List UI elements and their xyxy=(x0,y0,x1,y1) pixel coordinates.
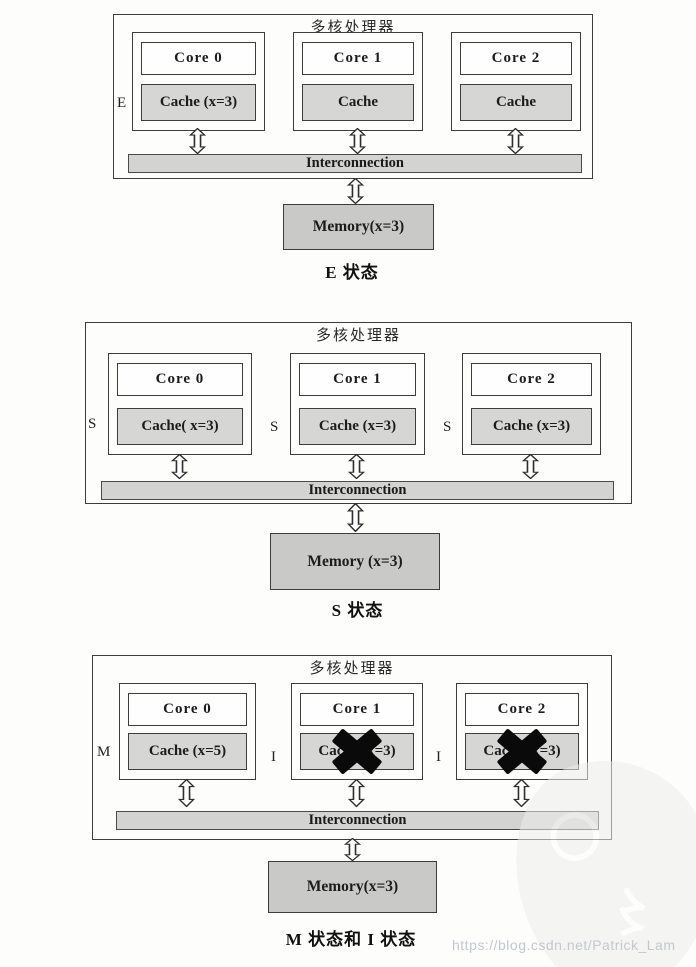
core-label: Core 0 xyxy=(128,693,247,726)
processor-box-e-state: 多核处理器 Core 0 Cache (x=3) Core 1 Cache Co… xyxy=(113,14,593,179)
memory-box: Memory (x=3) xyxy=(270,533,440,590)
cache-label: Cache xyxy=(302,84,414,121)
interconnection-bar: Interconnection xyxy=(128,154,582,173)
core-group-1: Core 1 Cache (x=3) xyxy=(291,683,423,780)
double-arrow-icon xyxy=(170,454,189,479)
state-label-s0: S xyxy=(88,416,97,432)
processor-box-mi-state: 多核处理器 Core 0 Cache (x=5) Core 1 Cache (x… xyxy=(92,655,612,840)
core-label: Core 2 xyxy=(460,42,572,75)
double-arrow-icon xyxy=(347,454,366,479)
processor-box-s-state: 多核处理器 Core 0 Cache( x=3) Core 1 Cache (x… xyxy=(85,322,632,504)
double-arrow-icon xyxy=(521,454,540,479)
core-group-1: Core 1 Cache (x=3) xyxy=(290,353,425,455)
core-label: Core 1 xyxy=(300,693,414,726)
state-label-m: M xyxy=(97,744,111,760)
interconnection-bar: Interconnection xyxy=(101,481,614,500)
core-label: Core 1 xyxy=(302,42,414,75)
double-arrow-icon xyxy=(346,503,365,532)
cache-label: Cache( x=3) xyxy=(117,408,243,445)
interconnection-bar: Interconnection xyxy=(116,811,599,830)
double-arrow-icon xyxy=(506,128,525,154)
cache-label: Cache (x=5) xyxy=(128,733,247,770)
diagram-caption-s: S 状态 xyxy=(331,601,384,620)
memory-box: Memory(x=3) xyxy=(268,861,437,913)
cache-label: Cache (x=3) xyxy=(299,408,416,445)
core-group-2: Core 2 Cache (x=3) xyxy=(462,353,601,455)
cache-label: Cache (x=3) xyxy=(141,84,256,121)
core-label: Core 0 xyxy=(141,42,256,75)
core-label: Core 1 xyxy=(299,363,416,396)
core-group-1: Core 1 Cache xyxy=(293,32,423,131)
invalidated-x-icon xyxy=(331,728,383,775)
state-label-i1: I xyxy=(271,749,276,765)
cache-label: Cache xyxy=(460,84,572,121)
double-arrow-icon xyxy=(512,779,531,807)
core-group-2: Core 2 Cache xyxy=(451,32,581,131)
state-label-i2: I xyxy=(436,749,441,765)
state-label-s2: S xyxy=(443,419,452,435)
core-label: Core 2 xyxy=(465,693,579,726)
core-group-2: Core 2 Cache (x=3) xyxy=(456,683,588,780)
double-arrow-icon xyxy=(343,838,362,861)
processor-title: 多核处理器 xyxy=(315,328,401,344)
core-group-0: Core 0 Cache( x=3) xyxy=(108,353,252,455)
diagram-caption-mi: M 状态和 I 状态 xyxy=(285,930,417,949)
core-group-0: Core 0 Cache (x=3) xyxy=(132,32,265,131)
double-arrow-icon xyxy=(188,128,207,154)
core-label: Core 0 xyxy=(117,363,243,396)
core-label: Core 2 xyxy=(471,363,592,396)
double-arrow-icon xyxy=(346,178,365,204)
memory-box: Memory(x=3) xyxy=(283,204,434,250)
double-arrow-icon xyxy=(347,779,366,807)
state-label-e: E xyxy=(117,95,127,111)
watermark-url: https://blog.csdn.net/Patrick_Lam xyxy=(452,937,676,953)
state-label-s1: S xyxy=(270,419,279,435)
processor-title: 多核处理器 xyxy=(309,661,395,677)
cache-label: Cache (x=3) xyxy=(471,408,592,445)
diagram-caption-e: E 状态 xyxy=(325,263,379,282)
double-arrow-icon xyxy=(348,128,367,154)
double-arrow-icon xyxy=(177,779,196,807)
invalidated-x-icon xyxy=(496,728,548,775)
core-group-0: Core 0 Cache (x=5) xyxy=(119,683,256,780)
